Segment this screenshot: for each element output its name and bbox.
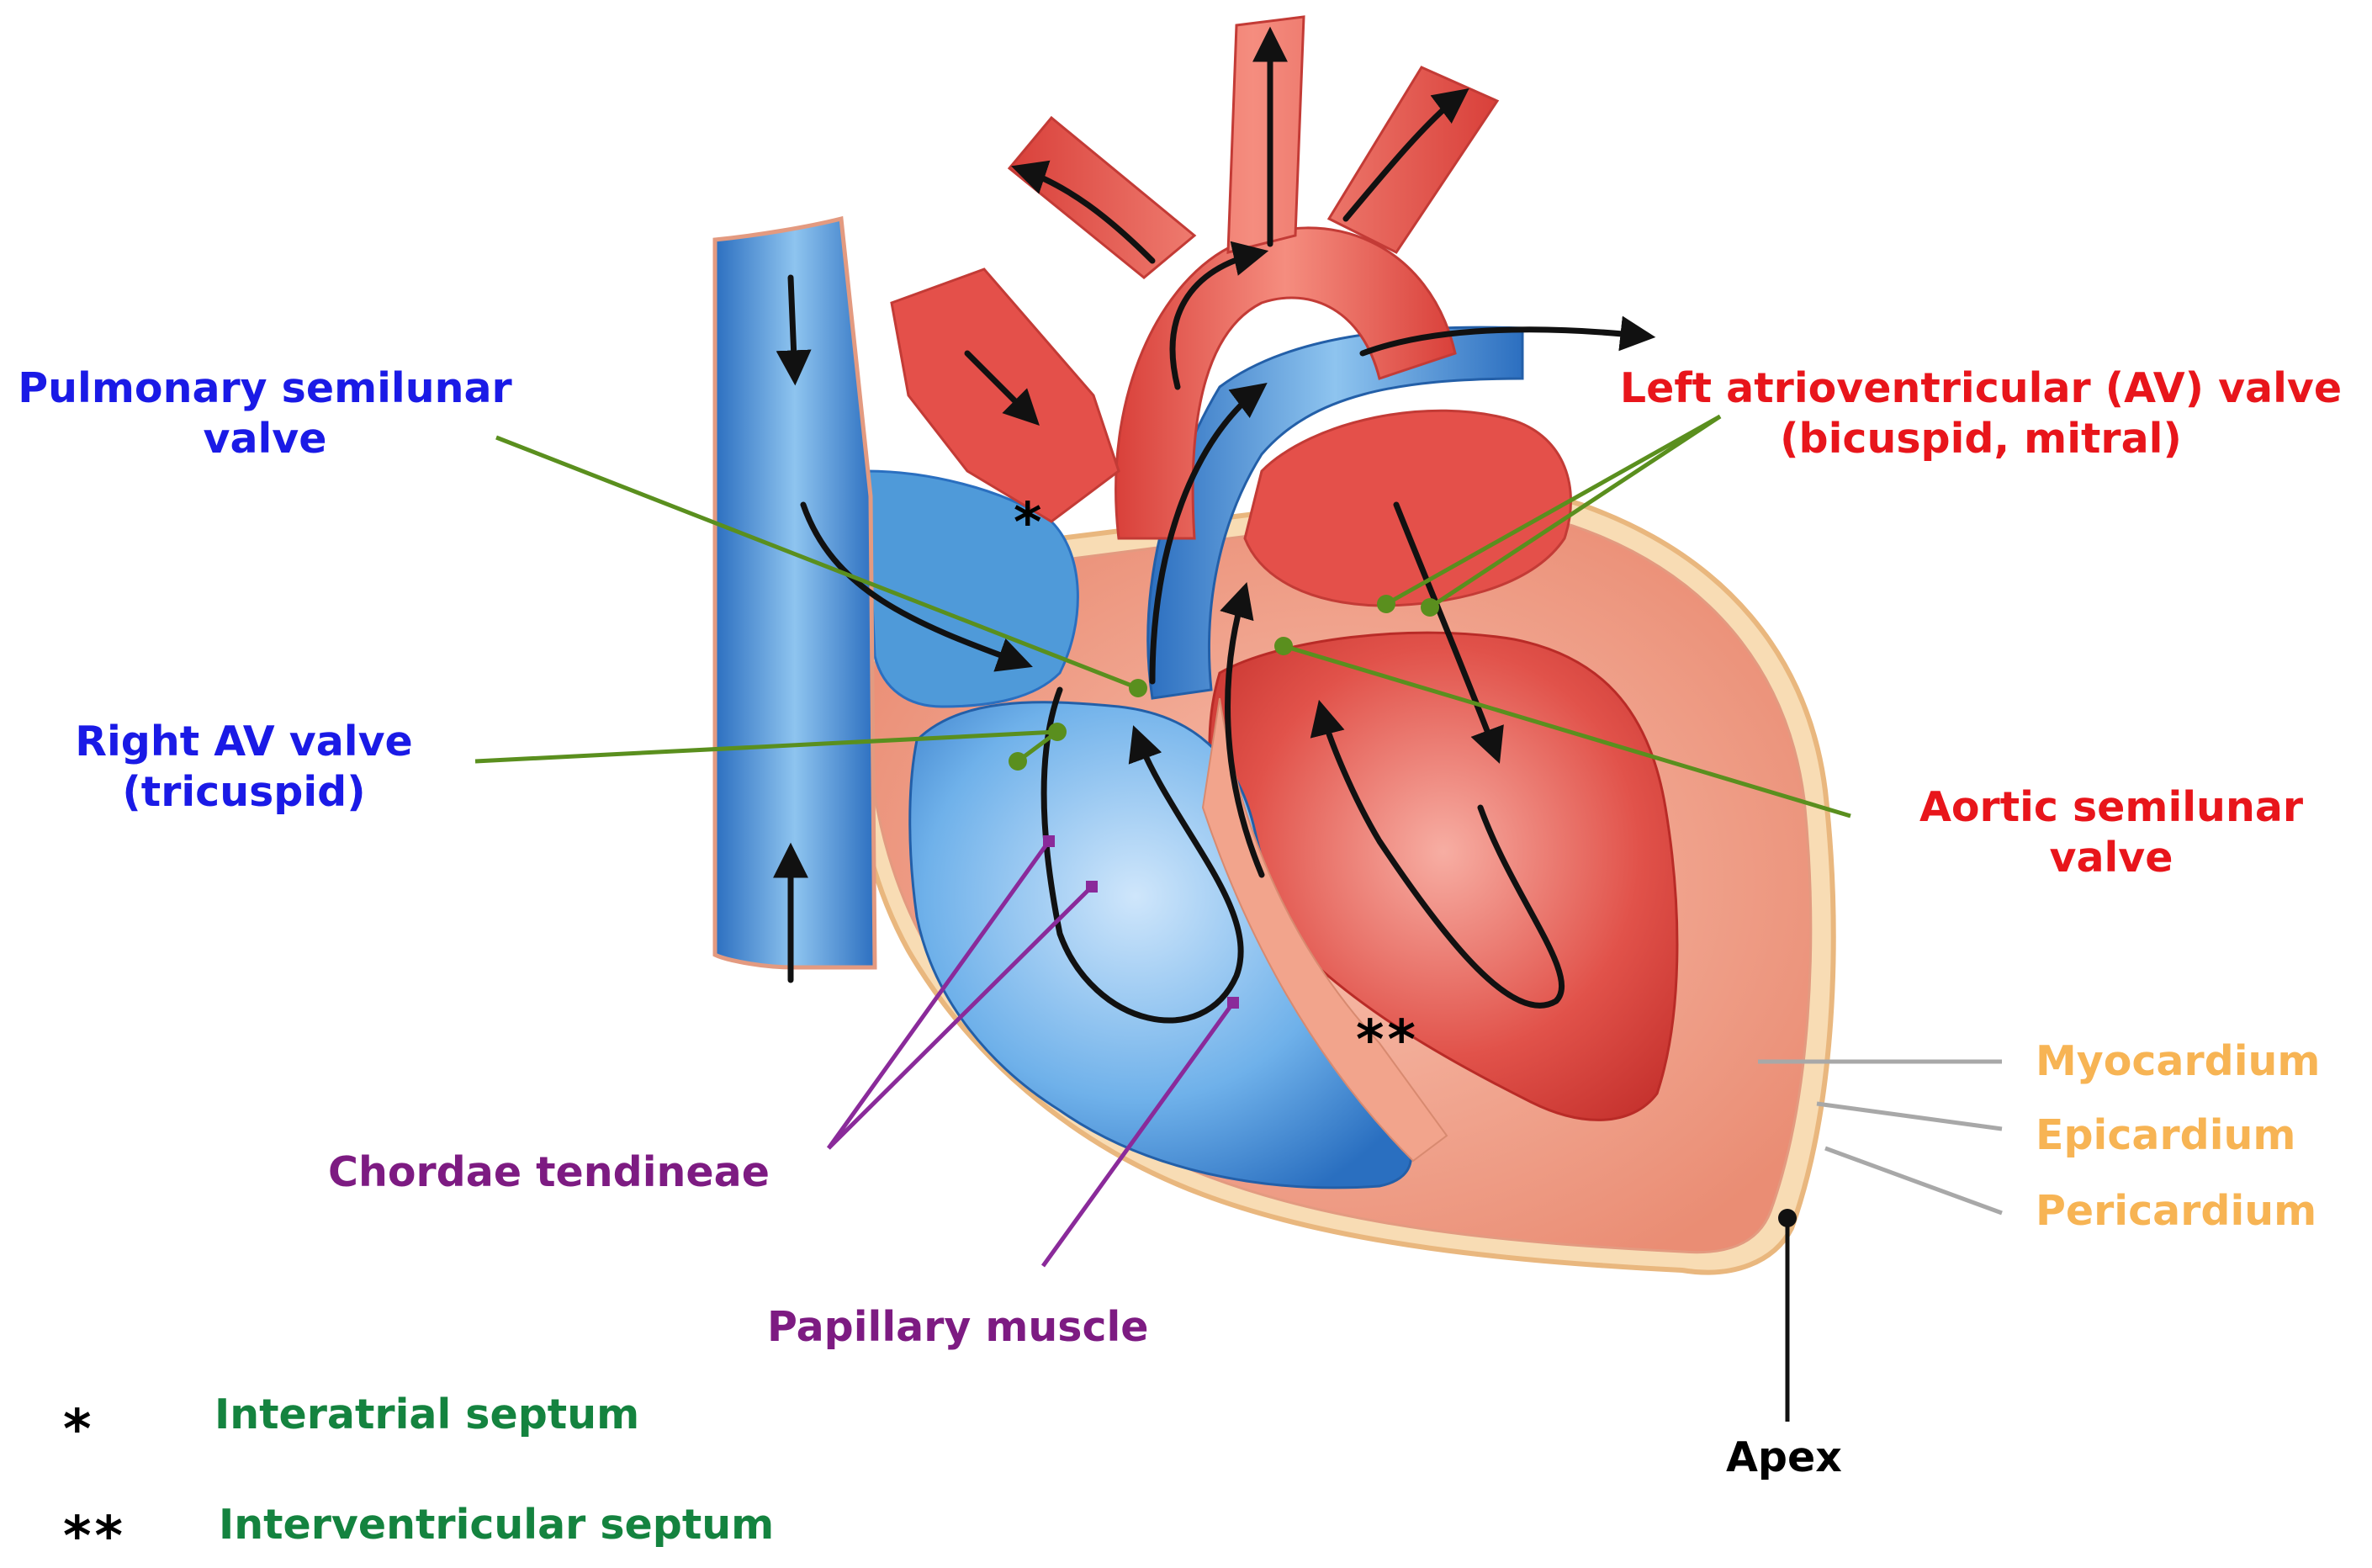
layer-leader-lines — [1758, 1059, 2003, 1216]
chordae-tendineae-label: Chordae tendineae — [328, 1148, 770, 1196]
myocardium-label: Myocardium — [2036, 1037, 2321, 1085]
aortic-semilunar-valve-label: Aortic semilunar valve — [1884, 782, 2338, 883]
left-av-label-line1: Left atrioventricular (AV) valve — [1619, 364, 2343, 412]
aortic-label-line2: valve — [2049, 834, 2173, 882]
left-av-label-line2: (bicuspid, mitral) — [1780, 415, 2182, 463]
vena-cava — [712, 215, 877, 970]
aorta — [1115, 226, 1457, 540]
legend-single-star: * — [63, 1399, 92, 1461]
valve-leader-dots — [1009, 595, 1439, 771]
apex-label: Apex — [1726, 1433, 1842, 1481]
epicardium-label: Epicardium — [2036, 1111, 2296, 1159]
pulmonary-semilunar-valve-label: Pulmonary semilunar valve — [4, 363, 526, 464]
papillary-muscle-label: Papillary muscle — [767, 1303, 1149, 1351]
blood-flow-arrows — [773, 26, 1656, 1024]
interatrial-marker: * — [1014, 492, 1042, 554]
pericardium-label: Pericardium — [2036, 1187, 2317, 1235]
muscle-leader-lines — [826, 840, 1236, 1268]
legend-interventricular-septum: Interventricular septum — [219, 1501, 775, 1549]
apex-leader — [1778, 1209, 1797, 1422]
aortic-label-line1: Aortic semilunar — [1919, 783, 2304, 831]
legend-double-star: ** — [63, 1506, 126, 1568]
interventricular-marker: ** — [1356, 1009, 1419, 1072]
right-ventricle — [908, 701, 1412, 1189]
left-av-valve-label: Left atrioventricular (AV) valve (bicusp… — [1590, 363, 2372, 464]
muscle-leader-dots — [1043, 835, 1239, 1009]
right-av-label-line2: (tricuspid) — [122, 768, 366, 816]
legend-interatrial-septum: Interatrial septum — [214, 1391, 640, 1438]
right-av-label-line1: Right AV valve — [75, 718, 413, 765]
pulmonary-label-line2: valve — [203, 415, 327, 463]
aortic-branches — [1007, 15, 1500, 279]
left-atrium — [1243, 409, 1572, 607]
right-av-valve-label: Right AV valve (tricuspid) — [42, 717, 446, 818]
pulmonary-label-line1: Pulmonary semilunar — [18, 364, 512, 412]
